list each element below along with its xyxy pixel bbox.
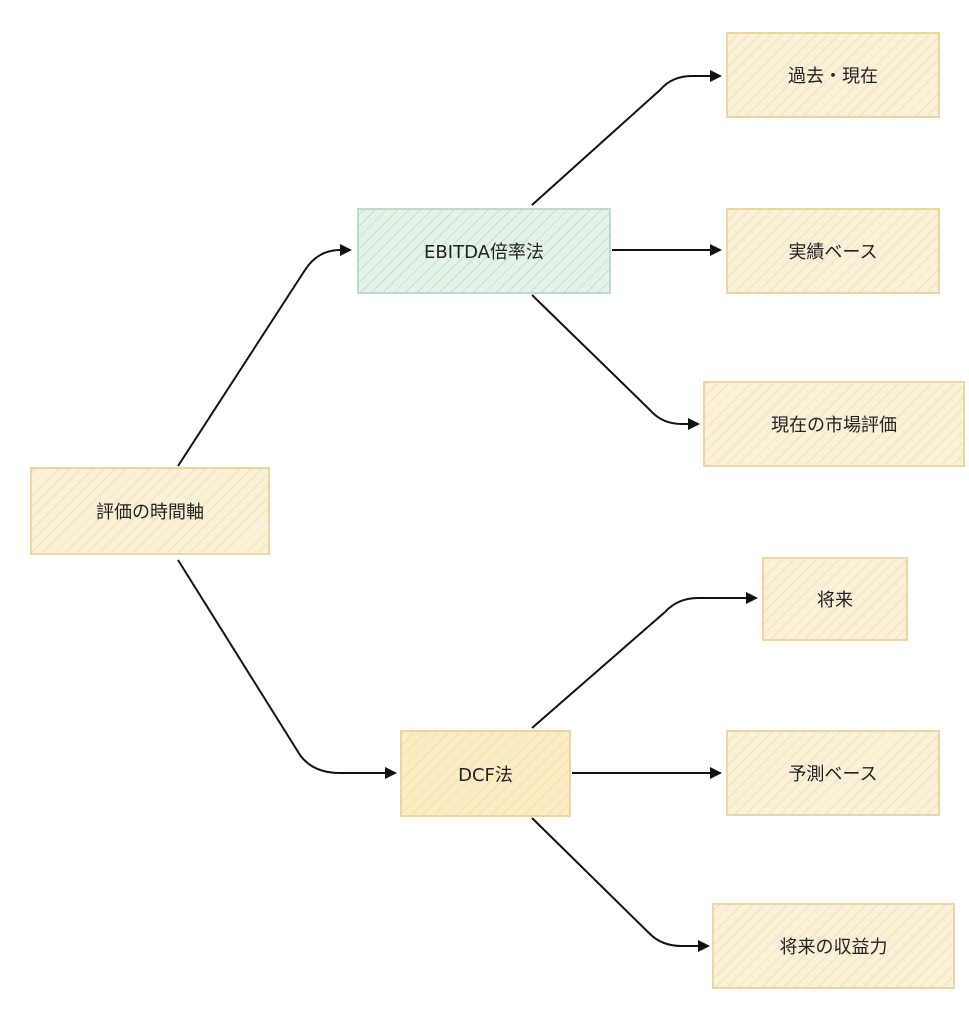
node-market-evaluation: 現在の市場評価 — [703, 381, 965, 467]
node-future-earnings: 将来の収益力 — [712, 903, 955, 989]
node-dcf-method: DCF法 — [400, 730, 571, 817]
edge-root-dcf — [177, 559, 397, 779]
node-past-present: 過去・現在 — [726, 32, 940, 118]
edge-dcf-future — [531, 592, 758, 729]
node-future: 将来 — [762, 557, 908, 641]
node-ebitda-multiple: EBITDA倍率法 — [357, 208, 611, 294]
edge-dcf-future-earnings — [531, 817, 710, 952]
node-actual-basis: 実績ベース — [726, 208, 940, 294]
edge-root-ebitda — [177, 244, 352, 467]
edge-ebitda-market-eval — [531, 294, 700, 430]
node-forecast-basis: 予測ベース — [726, 730, 940, 816]
node-root-time-axis: 評価の時間軸 — [30, 467, 270, 555]
edge-ebitda-past-present — [531, 70, 722, 206]
